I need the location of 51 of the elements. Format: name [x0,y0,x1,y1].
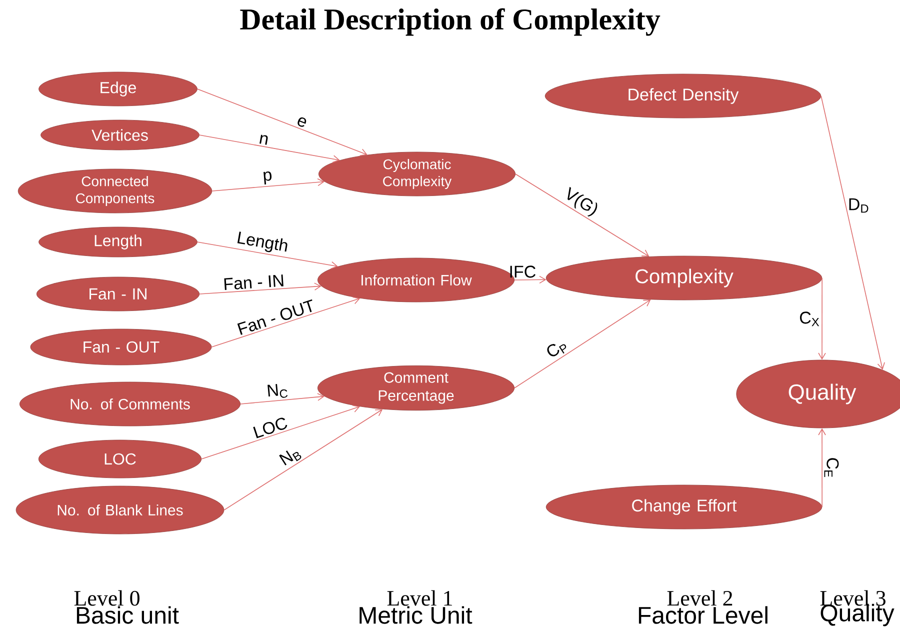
edge-label: Length [237,232,288,252]
edge-label: Fan - IN [224,274,284,290]
edge-label: D$_{D}$ [849,198,868,213]
edge-label: e [298,117,306,127]
arrow [240,393,325,404]
ellipse-node: Complexity [546,256,822,300]
ellipse-node: Cyclomatic Complexity [318,152,516,196]
ellipse-node: Quality [736,360,900,428]
level-label: Level 2 [667,590,732,606]
arrow [820,96,885,370]
edge-label: N$_{C}$ [268,384,288,398]
ellipse-node: Fan - OUT [30,328,212,366]
ellipse-node: LOC [38,440,202,478]
arrow [514,300,651,388]
edge-label: C$_{P}$ [547,344,566,356]
level-label: Level 0 [74,590,140,606]
arrow [515,174,650,257]
ellipse-node: No. of Blank Lines [16,486,224,534]
level-label: Basic unit [76,606,179,624]
ellipse-node: Fan - IN [36,276,200,312]
ellipse-node: Defect Density [544,74,822,118]
arrow [197,242,338,270]
title: Detail Description of Complexity [240,8,660,36]
edge-label: p [264,171,272,184]
level-label: Level 1 [387,590,452,606]
edge-label: n [260,134,268,145]
edge-label: C$_{E}$ [824,458,839,477]
edge-label: N$_{B}$ [279,450,302,466]
arrow [201,404,360,460]
ellipse-node: Edge [38,72,198,106]
ellipse-node: Vertices [40,120,200,150]
ellipse-node: No. of Comments [20,382,240,426]
arrow [197,88,368,156]
arrow [818,278,826,360]
ellipse-node: Connected Components [18,168,212,214]
edge-label: Fan - OUT [237,299,312,335]
arrow [199,134,340,163]
level-label: Factor Level [638,606,768,624]
arrow [818,428,826,508]
arrow [514,276,546,284]
arrow [211,296,360,348]
edge-label: LOC [253,418,288,438]
ellipse-node: Comment Percentage [318,365,514,411]
ellipse-node: Length [38,226,198,258]
arrow [224,409,383,510]
level-label: Quality [820,604,894,626]
level-label: Metric Unit [360,606,472,624]
arrow [212,178,325,192]
edge-label: C$_{X}$ [800,312,820,326]
arrow [199,282,322,294]
ellipse-node: Change Effort [546,484,822,530]
